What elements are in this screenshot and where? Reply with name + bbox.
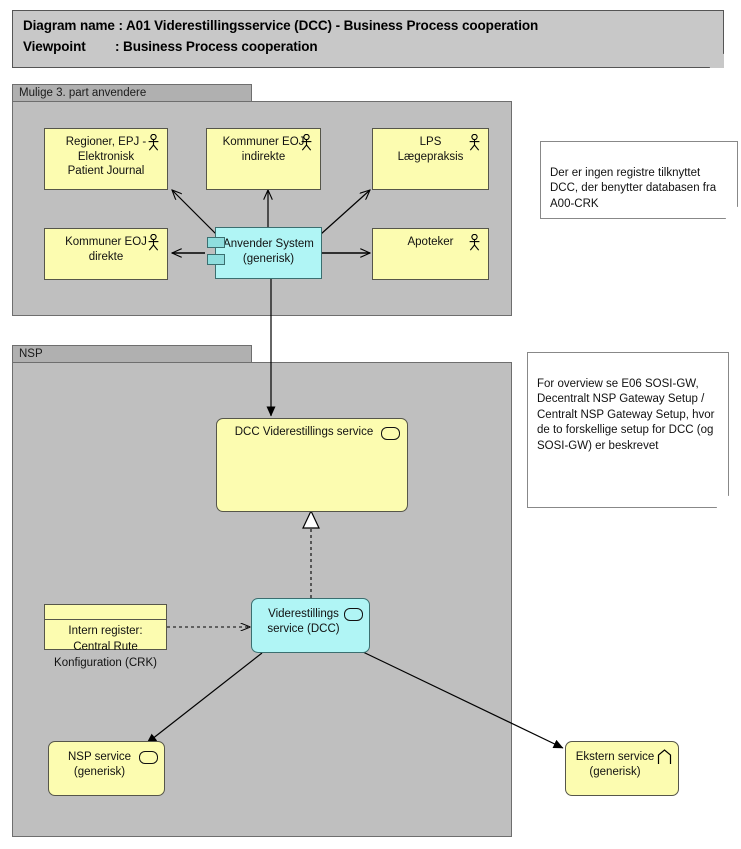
diagram-name-row: Diagram name : A01 Viderestillingsservic… xyxy=(23,18,538,33)
actor-icon xyxy=(148,234,159,251)
node-ekstern-service-label: Ekstern service (generisk) xyxy=(575,751,655,778)
node-intern-register-crk-label: Intern register: Central Rute Konfigurat… xyxy=(54,625,157,669)
node-kommuner-eoj-direkte[interactable]: Kommuner EOJ direkte xyxy=(44,228,168,280)
diagram-title-banner: Diagram name : A01 Viderestillingsservic… xyxy=(12,10,724,68)
note-crk[interactable]: Der er ingen registre tilknyttet DCC, de… xyxy=(540,141,738,219)
node-kommuner-eoj-direkte-label: Kommuner EOJ direkte xyxy=(65,236,147,263)
component-icon xyxy=(207,254,225,265)
node-regioner-epj[interactable]: Regioner, EPJ - Elektronisk Patient Jour… xyxy=(44,128,168,190)
node-nsp-service[interactable]: NSP service (generisk) xyxy=(48,741,165,796)
banner-fold-corner xyxy=(709,53,724,68)
node-apoteker[interactable]: Apoteker xyxy=(372,228,489,280)
node-viderestillings-service-dcc[interactable]: Viderestillings service (DCC) xyxy=(251,598,370,653)
viewpoint-row: Viewpoint : Business Process cooperation xyxy=(23,39,318,54)
node-dcc-viderestillings-service[interactable]: DCC Viderestillings service xyxy=(216,418,408,512)
actor-icon xyxy=(148,134,159,151)
viewpoint-label: Viewpoint xyxy=(23,39,86,54)
service-icon xyxy=(381,427,400,440)
component-icon xyxy=(207,237,225,248)
node-nsp-service-label: NSP service (generisk) xyxy=(67,751,132,778)
node-anvender-system-label: Anvender System (generisk) xyxy=(223,238,314,265)
node-dcc-viderestillings-service-label: DCC Viderestillings service xyxy=(234,426,374,438)
note-fold-corner xyxy=(725,206,738,219)
group-nsp-tab: NSP xyxy=(12,345,252,362)
group-nsp-title: NSP xyxy=(19,348,43,360)
node-kommuner-eoj-indirekte[interactable]: Kommuner EOJ indirekte xyxy=(206,128,321,190)
actor-icon xyxy=(301,134,312,151)
group-third-party-title: Mulige 3. part anvendere xyxy=(19,87,147,99)
actor-icon xyxy=(469,234,480,251)
node-apoteker-label: Apoteker xyxy=(407,236,454,248)
service-icon xyxy=(139,751,158,764)
actor-icon xyxy=(469,134,480,151)
node-intern-register-crk[interactable]: Intern register: Central Rute Konfigurat… xyxy=(44,604,167,669)
group-third-party-tab: Mulige 3. part anvendere xyxy=(12,84,252,101)
node-lps-laegepraksis[interactable]: LPS Lægepraksis xyxy=(372,128,489,190)
viewpoint-value: : Business Process cooperation xyxy=(115,39,318,54)
note-crk-text: Der er ingen registre tilknyttet DCC, de… xyxy=(550,166,717,210)
node-regioner-epj-label: Regioner, EPJ - Elektronisk Patient Jour… xyxy=(65,136,147,177)
chevron-icon xyxy=(657,749,672,764)
node-lps-laegepraksis-label: LPS Lægepraksis xyxy=(397,136,464,163)
group-third-party: Mulige 3. part anvendere xyxy=(12,84,512,316)
object-divider xyxy=(45,619,166,620)
node-viderestillings-service-dcc-label: Viderestillings service (DCC) xyxy=(267,608,340,635)
node-ekstern-service[interactable]: Ekstern service (generisk) xyxy=(565,741,679,796)
note-sosi-gw[interactable]: For overview se E06 SOSI-GW, Decentralt … xyxy=(527,352,729,508)
service-icon xyxy=(344,608,363,621)
diagram-name-text: Diagram name : A01 Viderestillingsservic… xyxy=(23,18,539,33)
node-anvender-system[interactable]: Anvender System (generisk) xyxy=(207,227,322,279)
note-fold-corner xyxy=(716,495,729,508)
note-sosi-gw-text: For overview se E06 SOSI-GW, Decentralt … xyxy=(537,377,715,452)
node-kommuner-eoj-indirekte-label: Kommuner EOJ indirekte xyxy=(222,136,305,163)
